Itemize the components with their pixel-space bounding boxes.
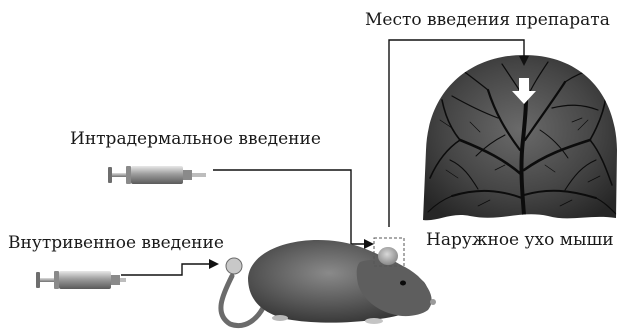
intravenous-arrowhead [209, 259, 219, 269]
intradermal-label: Интрадермальное введение [70, 131, 321, 148]
mouse-eye [400, 281, 406, 286]
intradermal-connector [213, 170, 366, 244]
mouse-nose [430, 299, 436, 305]
ear-micrograph [423, 55, 617, 220]
syringe-icon-intradermal [108, 166, 206, 184]
intravenous-connector [121, 264, 211, 275]
syringe-icon-intravenous [36, 271, 126, 289]
mouse-back-foot [272, 315, 288, 321]
mouse-front-foot [365, 318, 383, 324]
intravenous-site-marker [226, 258, 242, 274]
mouse-ear [378, 247, 398, 265]
mouse-illustration [221, 238, 436, 326]
injection-site-label: Место введения препарата [365, 12, 610, 29]
outer-ear-label: Наружное ухо мыши [426, 232, 614, 249]
intradermal-arrowhead [364, 239, 374, 249]
intravenous-label: Внутривенное введение [8, 235, 224, 252]
